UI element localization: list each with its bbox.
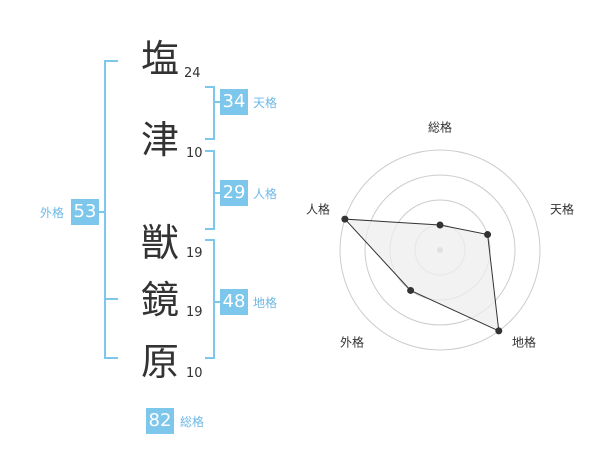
kanji-4: 鏡 xyxy=(141,278,180,322)
jinkaku-bracket xyxy=(205,150,215,230)
radar-area xyxy=(343,218,500,332)
kanji-2-strokes: 10 xyxy=(186,146,203,161)
kanji-5: 原 xyxy=(141,340,180,384)
gaikaku-badge: 53 xyxy=(71,199,99,225)
tenkaku-bracket xyxy=(205,86,215,140)
kanji-5-strokes: 10 xyxy=(186,366,203,381)
kanji-4-strokes: 19 xyxy=(186,305,203,320)
radar-point xyxy=(436,221,444,229)
tenkaku-label: 天格 xyxy=(253,96,278,110)
radar-point xyxy=(484,231,492,239)
radar-point xyxy=(495,327,503,335)
radar-ring xyxy=(339,149,541,351)
kanji-1-strokes: 24 xyxy=(184,66,201,81)
radar-ring xyxy=(364,174,516,326)
chikaku-label: 地格 xyxy=(253,296,278,310)
soukaku-label: 総格 xyxy=(180,415,205,429)
chikaku-bracket xyxy=(205,239,215,359)
jinkaku-label: 人格 xyxy=(253,187,278,201)
radar-axis-label: 総格 xyxy=(428,120,452,135)
jinkaku-badge: 29 xyxy=(220,180,248,206)
radar-axis-label: 地格 xyxy=(512,335,536,350)
gaikaku-label: 外格 xyxy=(40,206,65,220)
kanji-1: 塩 xyxy=(141,37,180,81)
tenkaku-badge: 34 xyxy=(220,89,248,115)
chikaku-badge: 48 xyxy=(220,289,248,315)
radar-point xyxy=(407,286,415,294)
soukaku-badge: 82 xyxy=(146,408,174,434)
radar-axis-label: 外格 xyxy=(340,335,364,350)
radar-axis-label: 人格 xyxy=(306,202,330,217)
radar-point xyxy=(341,215,349,223)
kanji-2: 津 xyxy=(141,118,180,162)
gaikaku-bracket-top xyxy=(104,60,118,359)
fortune-brackets xyxy=(99,60,220,359)
radar-axis-label: 天格 xyxy=(550,202,574,217)
kanji-3: 獣 xyxy=(141,221,180,265)
kanji-3-strokes: 19 xyxy=(186,246,203,261)
